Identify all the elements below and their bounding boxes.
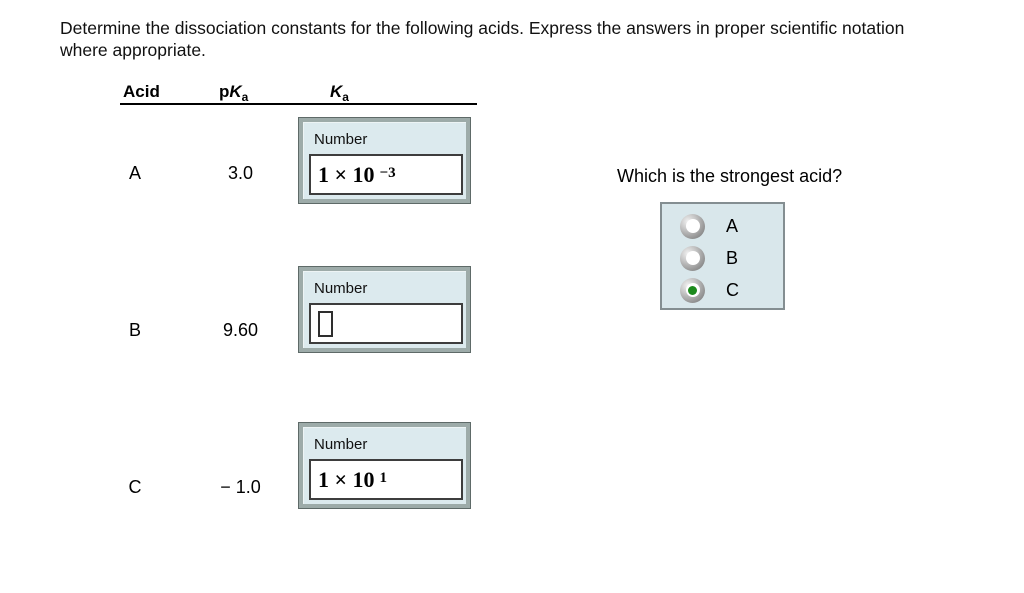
acid-label-b: B	[128, 320, 141, 340]
pka-value-a: 3.0	[227, 163, 254, 183]
radio-a-dot	[688, 222, 697, 231]
radio-c[interactable]	[680, 277, 705, 303]
ka-answer-panel-a-inner: Number 1 × 10−3	[303, 122, 466, 199]
ka-input-a[interactable]: 1 × 10−3	[309, 154, 463, 195]
col-header-ka: Ka	[330, 82, 349, 104]
empty-entry-placeholder	[318, 310, 333, 337]
number-field-label-c: Number	[314, 436, 368, 453]
ka-value-exponent-c: 1	[379, 470, 388, 486]
choice-label-a: A	[726, 215, 739, 236]
number-field-label-b: Number	[314, 280, 368, 297]
choice-label-c: C	[726, 279, 739, 300]
choice-row-a[interactable]: A	[680, 213, 783, 239]
question-prompt: Which is the strongest acid?	[617, 166, 843, 186]
problem-statement-line2: where appropriate.	[60, 40, 206, 60]
choice-row-c[interactable]: C	[680, 277, 783, 303]
radio-a-ring	[685, 219, 700, 233]
problem-statement: Determine the dissociation constants for…	[60, 17, 1020, 61]
ka-value-base-a: 1 × 10	[318, 161, 375, 187]
ka-k: K	[330, 82, 343, 101]
ka-answer-panel-a: Number 1 × 10−3	[298, 117, 471, 204]
choice-row-b[interactable]: B	[680, 245, 783, 271]
pka-p: p	[219, 82, 230, 101]
col-header-pka: pKa	[219, 82, 248, 104]
radio-a[interactable]	[680, 213, 705, 239]
radio-c-dot	[688, 285, 697, 295]
number-field-label-a: Number	[314, 131, 368, 148]
ka-sub: a	[342, 90, 349, 104]
choice-label-b: B	[726, 247, 739, 268]
radio-b-dot	[688, 254, 697, 263]
ka-answer-panel-b: Number	[298, 266, 471, 353]
ka-input-b[interactable]	[309, 303, 463, 344]
choice-panel: A B C	[660, 202, 785, 310]
ka-value-exponent-a: −3	[379, 165, 396, 181]
pka-k: K	[229, 82, 242, 101]
problem-statement-line1: Determine the dissociation constants for…	[60, 18, 905, 38]
col-header-acid: Acid	[123, 82, 160, 101]
pka-sub: a	[241, 90, 249, 104]
header-rule	[120, 103, 477, 105]
radio-b[interactable]	[680, 245, 705, 271]
acid-label-a: A	[128, 163, 141, 183]
ka-answer-panel-b-inner: Number	[303, 271, 466, 348]
acid-label-c: C	[128, 477, 142, 497]
ka-value-base-c: 1 × 10	[318, 466, 375, 492]
pka-value-c: − 1.0	[220, 477, 261, 497]
radio-c-ring	[685, 283, 700, 297]
pka-value-b: 9.60	[222, 320, 259, 340]
radio-b-ring	[685, 251, 700, 265]
